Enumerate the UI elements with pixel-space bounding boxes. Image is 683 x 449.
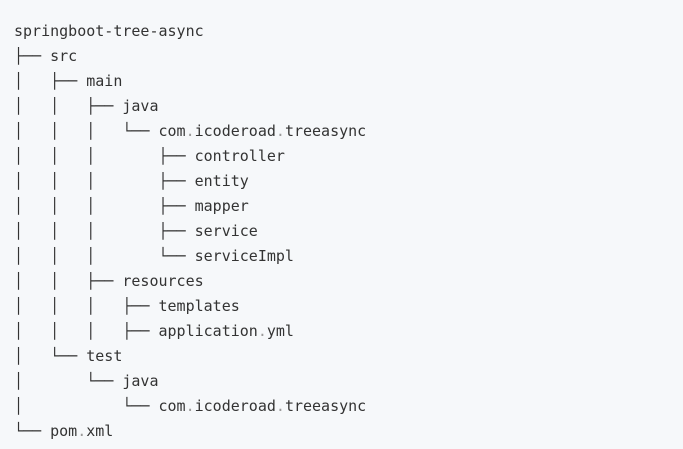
tree-line: │ │ │ └── serviceImpl [14,247,294,265]
tree-line: └── pom.xml [14,422,114,440]
tree-line: │ │ │ ├── controller [14,147,285,165]
tree-line: │ ├── main [14,72,123,90]
tree-line: ├── src [14,47,78,65]
tree-line: │ │ │ ├── templates [14,297,240,315]
tree-line: │ └── com.icoderoad.treeasync [14,397,367,415]
tree-line: │ │ │ ├── mapper [14,197,249,215]
tree-line: │ │ │ └── com.icoderoad.treeasync [14,122,367,140]
tree-line: │ └── test [14,347,123,365]
tree-line: │ │ │ ├── application.yml [14,322,294,340]
tree-line: │ │ ├── resources [14,272,204,290]
tree-line: │ │ │ ├── service [14,222,258,240]
tree-line: │ │ ├── java [14,97,159,115]
tree-line: springboot-tree-async [14,22,204,40]
tree-line: │ │ │ ├── entity [14,172,249,190]
tree-line: │ └── java [14,372,159,390]
